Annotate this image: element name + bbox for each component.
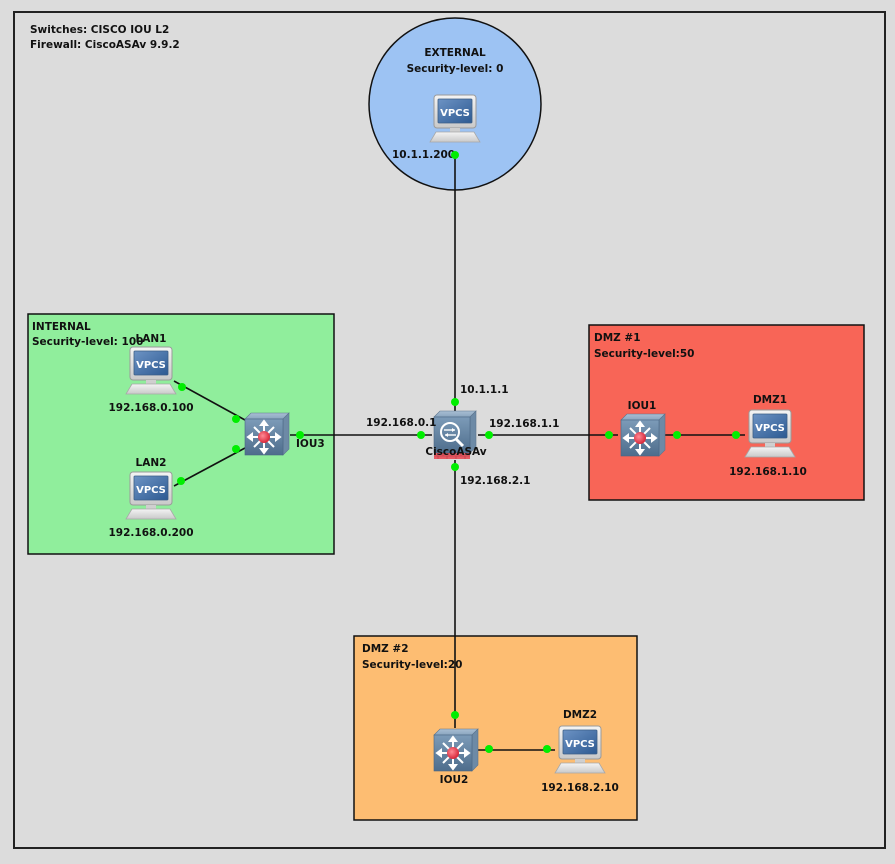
port-up-indicator [177,477,185,485]
zone-internal-security: Security-level: 100 [32,336,143,348]
dmz2-ip: 192.168.2.10 [541,782,619,794]
vpcs-icon-label: VPCS [136,360,166,371]
lan2-name: LAN2 [136,457,167,469]
dmz1-name: DMZ1 [753,394,787,406]
lan2-ip: 192.168.0.200 [108,527,193,539]
zone-dmz1-security: Security-level:50 [594,348,694,360]
port-up-indicator [232,415,240,423]
external-pc[interactable]: VPCS [429,94,481,143]
fw-dmz1-ip: 192.168.1.1 [489,418,559,430]
zone-dmz2-title: DMZ #2 [362,643,409,655]
port-up-indicator [451,151,459,159]
iou3-switch[interactable] [244,412,290,456]
port-up-indicator [543,745,551,753]
dmz1-ip: 192.168.1.10 [729,466,807,478]
port-up-indicator [732,431,740,439]
ciscoasav-name: CiscoASAv [425,446,486,458]
lan2-pc[interactable]: VPCS [125,471,177,520]
dmz2-name: DMZ2 [563,709,597,721]
vpcs-icon-label: VPCS [136,485,166,496]
fw-outside-ip: 10.1.1.1 [460,384,509,396]
lan1-name: LAN1 [136,333,167,345]
zone-internal-title: INTERNAL [32,321,91,333]
link-lan2-iou3[interactable] [173,447,246,487]
external-pc-ip: 10.1.1.200 [392,149,455,161]
iou3-name: IOU3 [296,438,325,450]
iou1-name: IOU1 [628,400,657,412]
zone-dmz1[interactable] [588,324,865,501]
port-up-indicator [451,711,459,719]
canvas-frame [13,11,886,849]
port-up-indicator [232,445,240,453]
switches-note: Switches: CISCO IOU L2 [30,24,169,36]
zone-dmz1-title: DMZ #1 [594,332,641,344]
port-up-indicator [296,431,304,439]
zone-external-title: EXTERNAL [424,47,486,59]
zone-dmz2-security: Security-level:20 [362,659,462,671]
fw-dmz2-ip: 192.168.2.1 [460,475,530,487]
port-status-dots [177,151,740,753]
zone-external-security: Security-level: 0 [407,63,504,75]
dmz2-pc[interactable]: VPCS [554,725,606,774]
port-up-indicator [417,431,425,439]
iou1-switch[interactable] [620,413,666,457]
port-up-indicator [605,431,613,439]
port-up-indicator [673,431,681,439]
vpcs-icon-label: VPCS [755,423,785,434]
iou2-name: IOU2 [440,774,469,786]
port-up-indicator [178,383,186,391]
dmz1-pc[interactable]: VPCS [744,409,796,458]
firewall-note: Firewall: CiscoASAv 9.9.2 [30,39,180,51]
iou2-switch[interactable] [433,728,479,772]
port-up-indicator [451,398,459,406]
port-up-indicator [451,463,459,471]
vpcs-icon-label: VPCS [440,108,470,119]
lan1-pc[interactable]: VPCS [125,346,177,395]
lan1-ip: 192.168.0.100 [108,402,193,414]
port-up-indicator [485,745,493,753]
vpcs-icon-label: VPCS [565,739,595,750]
fw-inside-ip: 192.168.0.1 [366,417,436,429]
port-up-indicator [485,431,493,439]
